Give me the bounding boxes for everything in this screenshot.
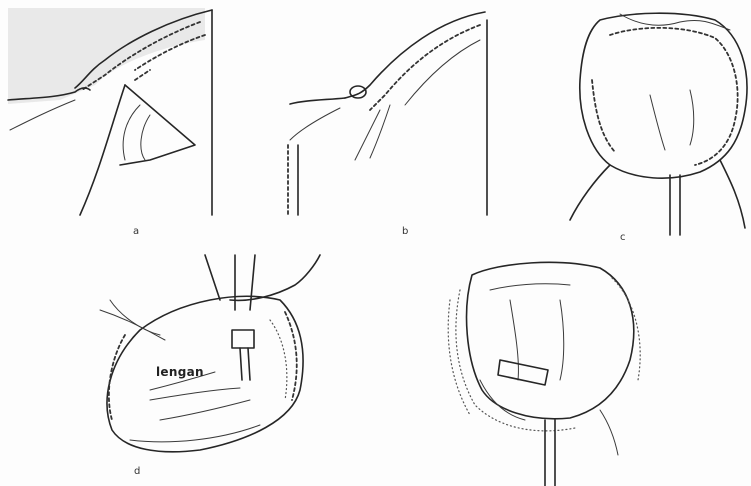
panel-a-label: a	[133, 226, 139, 237]
panel-d-label: d	[134, 466, 140, 477]
panel-e-drawing	[448, 262, 640, 486]
panel-d-drawing	[100, 255, 320, 452]
panel-b-drawing	[288, 12, 487, 215]
panel-c-label: c	[620, 232, 626, 243]
panel-b-label: b	[402, 226, 408, 237]
sleeve-annotation: lengan	[156, 365, 204, 379]
panel-c-drawing	[570, 13, 747, 235]
panel-a-drawing	[8, 8, 212, 215]
